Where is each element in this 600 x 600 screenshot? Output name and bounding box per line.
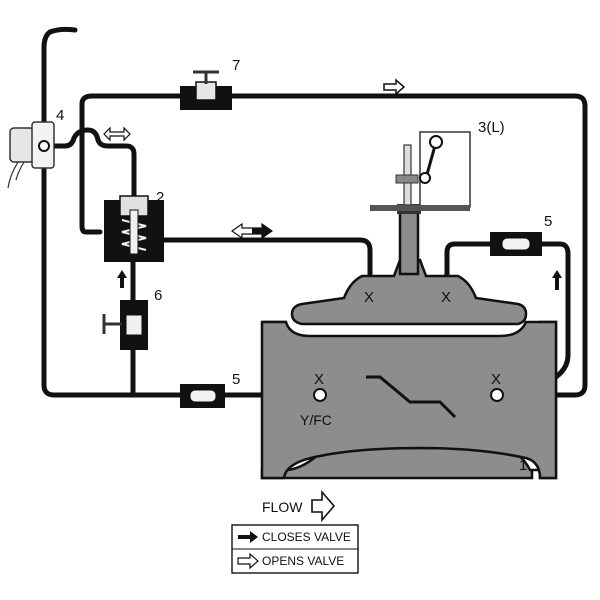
- legend-closes-arrow-icon: [238, 531, 258, 543]
- port-mark-outlet: X: [491, 371, 501, 388]
- label-cock: 6: [154, 287, 162, 304]
- port-mark-bonnet-left: X: [364, 289, 374, 306]
- pipe-pilot-bonnet: [157, 237, 373, 288]
- valve-stem-housing: [398, 208, 420, 276]
- solenoid-lead-2: [15, 161, 25, 181]
- restriction-left-core: [189, 389, 217, 403]
- restriction-right-core: [501, 237, 531, 251]
- label-restriction-right: 5: [544, 213, 552, 230]
- limit-switch-clamp: [395, 174, 419, 184]
- label-restriction-left: 5: [232, 371, 240, 388]
- legend-opens-arrow-icon: [237, 552, 259, 570]
- inlet-port: [313, 388, 327, 402]
- legend: CLOSES VALVE OPENS VALVE: [231, 524, 359, 574]
- cock-center: [125, 314, 143, 336]
- valve-bonnet: [290, 258, 528, 326]
- flow-arrow: [311, 489, 336, 523]
- solenoid-coil: [9, 127, 35, 163]
- legend-closes-text: CLOSES VALVE: [262, 530, 351, 544]
- limit-switch-roller-bottom: [419, 172, 431, 184]
- pipe-bonnet-restriction: [444, 241, 493, 288]
- label-limit-switch: 3(L): [478, 119, 505, 136]
- port-mark-inlet: X: [314, 371, 324, 388]
- pipe-upper-left: [41, 26, 183, 398]
- pilot-control: [104, 195, 164, 262]
- main-valve-body: [260, 204, 558, 480]
- limit-switch: [370, 131, 471, 211]
- pipe-solenoid-pilot: [49, 127, 137, 203]
- limit-switch-roller-top: [429, 135, 443, 149]
- port-mark-bonnet-right: X: [441, 289, 451, 306]
- solenoid-valve: [7, 121, 55, 189]
- cock-valve: [102, 300, 148, 350]
- pilot-stem: [129, 209, 139, 255]
- pipe-top-loop: [79, 93, 588, 398]
- isolation-valve: [180, 70, 232, 110]
- double-arrow-pilot-fill: [252, 224, 272, 238]
- label-main-valve: 1: [519, 457, 527, 474]
- opens-arrow-top: [383, 78, 406, 96]
- cock-handle: [102, 314, 122, 334]
- closes-arrow-riser: [117, 270, 127, 288]
- restriction-left: [180, 384, 225, 408]
- solenoid-port: [38, 140, 50, 152]
- closes-arrow-right: [552, 270, 562, 290]
- valve-seat-line: [366, 375, 457, 419]
- double-arrow-solenoid: [103, 126, 131, 142]
- flow-label: FLOW: [262, 499, 303, 515]
- label-isolation-valve: 7: [232, 57, 240, 74]
- isolation-valve-handle: [193, 70, 219, 84]
- solenoid-lead: [7, 161, 19, 189]
- flow-arrows: [103, 78, 562, 290]
- isolation-valve-center: [195, 81, 217, 101]
- restriction-right: [490, 232, 542, 256]
- flow-connection-label: Y/FC: [300, 412, 332, 428]
- outlet-port: [490, 388, 504, 402]
- pipework: [41, 26, 588, 398]
- label-pilot-control: 2: [156, 189, 164, 206]
- limit-switch-bracket: [370, 205, 470, 211]
- label-solenoid: 4: [56, 107, 64, 124]
- legend-opens-text: OPENS VALVE: [262, 554, 344, 568]
